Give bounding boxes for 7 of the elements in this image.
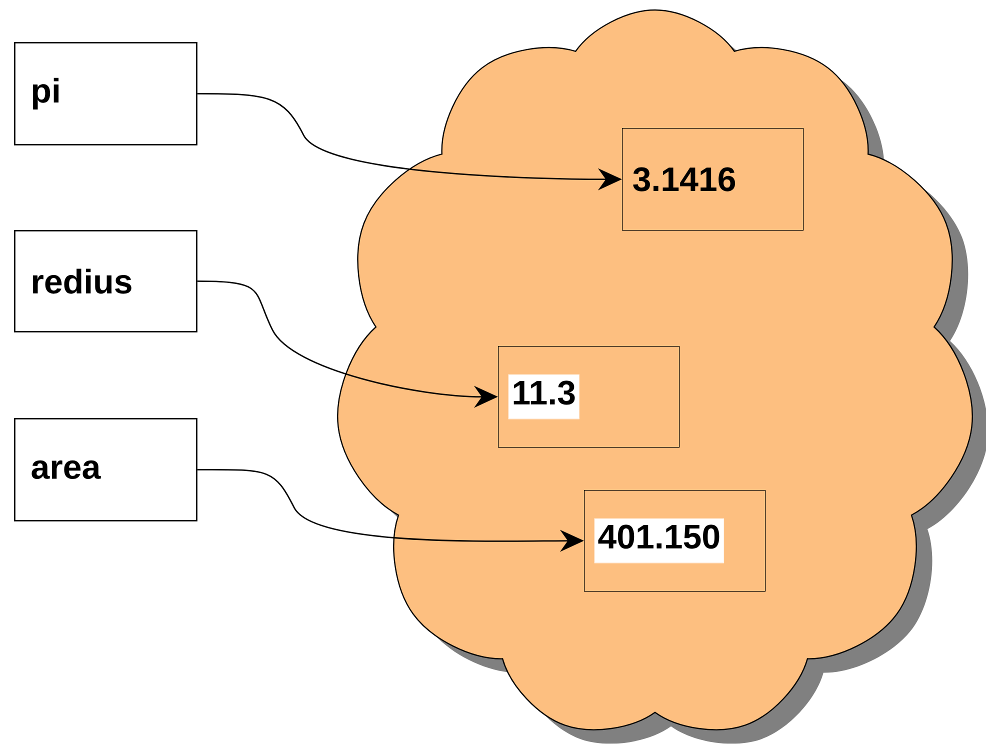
cloud-shape bbox=[337, 9, 986, 744]
value-box: 11.3 bbox=[498, 346, 680, 448]
value-box: 3.1416 bbox=[622, 128, 804, 231]
variable-box: area bbox=[14, 418, 198, 522]
value-box: 401.150 bbox=[584, 490, 766, 592]
variable-box: pi bbox=[14, 42, 198, 146]
variable-box: redius bbox=[14, 230, 198, 332]
